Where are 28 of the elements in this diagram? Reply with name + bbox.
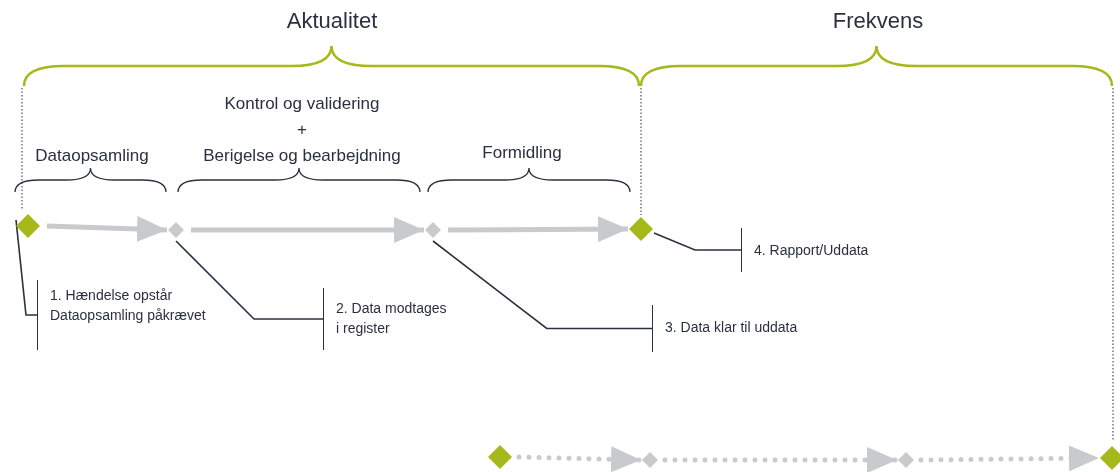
- dotted-arrow: [516, 446, 644, 472]
- stage-label: Dataopsamling: [35, 146, 149, 166]
- stage-label: Berigelse og bearbejdning: [203, 146, 401, 166]
- milestone-callout: 2. Data modtages i register: [323, 288, 453, 350]
- milestone-callout: 1. Hændelse opstår Dataopsamling påkrævet: [37, 280, 227, 350]
- milestone-diamond: [642, 452, 658, 468]
- milestone-diamond: [16, 214, 40, 238]
- leader-line: [653, 232, 742, 251]
- arrow: [191, 217, 424, 243]
- stage-label: +: [297, 120, 307, 140]
- milestone-diamond: [1100, 446, 1120, 470]
- milestone-diamond: [488, 445, 512, 469]
- stage-label: Kontrol og validering: [224, 94, 380, 114]
- milestone-diamond: [425, 222, 441, 238]
- stage-label: Formidling: [482, 143, 562, 163]
- leader-line: [432, 240, 653, 330]
- arrow: [448, 216, 628, 243]
- leader-line: [15, 219, 38, 316]
- phase-heading: Frekvens: [832, 8, 924, 34]
- arrow: [46, 216, 168, 242]
- milestone-diamond: [168, 222, 184, 238]
- phase-heading: Aktualitet: [286, 8, 378, 34]
- leader-line: [175, 240, 324, 320]
- milestone-diamond: [898, 452, 914, 468]
- milestone-callout: 3. Data klar til uddata: [652, 305, 852, 352]
- milestone-callout: 4. Rapport/Uddata: [741, 228, 921, 272]
- milestone-diamond: [629, 217, 653, 241]
- dotted-arrow: [662, 447, 900, 472]
